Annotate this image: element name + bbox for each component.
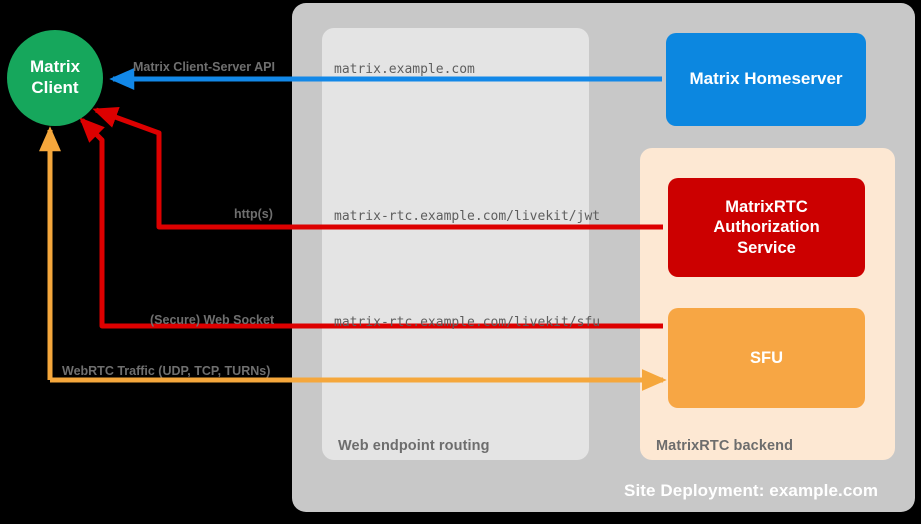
node-matrix-client-label: Matrix Client [30,57,80,98]
url-label-livekit-jwt: matrix-rtc.example.com/livekit/jwt [334,209,601,224]
node-matrixrtc-auth-line2: Authorization [713,218,820,237]
url-label-matrix-example-com: matrix.example.com [334,62,475,77]
node-matrix-homeserver[interactable]: Matrix Homeserver [666,33,866,126]
node-matrixrtc-authorization-service[interactable]: MatrixRTC Authorization Service [668,178,865,277]
node-matrixrtc-auth-label: MatrixRTC Authorization Service [713,197,819,257]
edge-label-websocket: (Secure) Web Socket [150,313,275,327]
node-matrix-client[interactable]: Matrix Client [7,30,103,126]
edge-label-https: http(s) [234,207,273,221]
edge-label-matrix-client-server-api: Matrix Client-Server API [133,60,275,74]
panel-label-matrixrtc-backend: MatrixRTC backend [656,438,794,454]
node-sfu-label: SFU [750,348,783,367]
url-label-livekit-sfu: matrix-rtc.example.com/livekit/sfu [334,315,601,330]
node-matrixrtc-auth-line1: MatrixRTC [725,198,808,217]
node-sfu[interactable]: SFU [668,308,865,408]
node-matrix-homeserver-label: Matrix Homeserver [689,69,843,89]
node-matrix-client-line2: Client [31,78,79,97]
panel-label-web-endpoint-routing: Web endpoint routing [338,438,490,454]
web-endpoint-routing-panel [322,28,589,460]
node-matrix-client-line1: Matrix [29,57,81,77]
panel-label-site-deployment: Site Deployment: example.com [624,481,879,500]
node-matrixrtc-auth-line3: Service [737,238,796,257]
edge-label-webrtc-traffic: WebRTC Traffic (UDP, TCP, TURNs) [62,364,271,378]
